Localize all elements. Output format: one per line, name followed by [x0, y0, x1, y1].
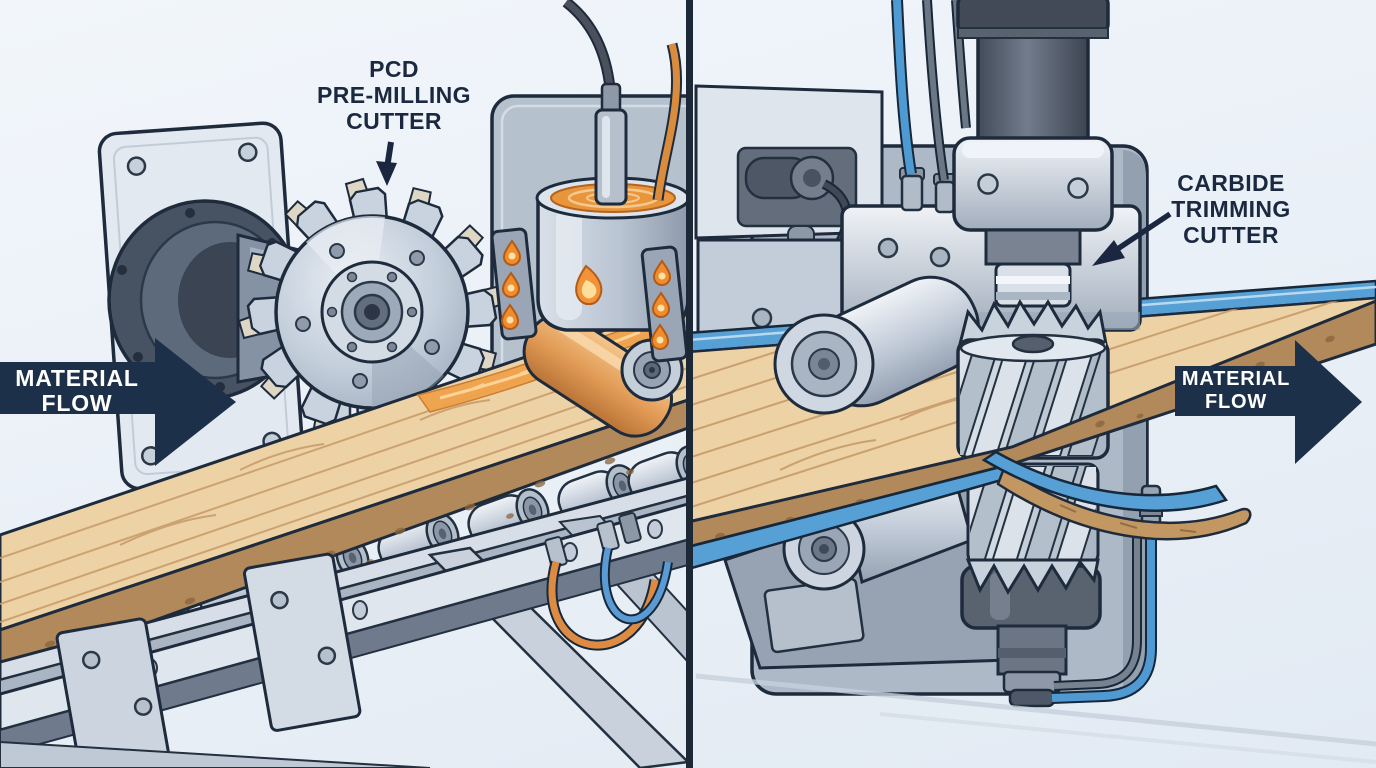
glue-supply-tube: [652, 42, 683, 201]
material-flow-label-left: MATERIAL FLOW: [0, 366, 154, 416]
hub-bolt: [326, 271, 418, 353]
clamp-unit: [694, 84, 884, 440]
label-line: FLOW: [1204, 391, 1268, 413]
support-plate: [55, 617, 171, 768]
label-line: CARBIDE: [1177, 170, 1285, 196]
pcd-premilling-cutter-label: PCD PRE-MILLING CUTTER: [274, 56, 514, 134]
label-line: FLOW: [41, 390, 113, 416]
pcd-premilling-blade: [237, 177, 507, 447]
label-line: CUTTER: [1183, 222, 1279, 248]
cable-blue: [599, 546, 673, 625]
right-panel-scene: [691, 0, 1376, 764]
left-panel-scene: [0, 0, 688, 768]
offcut-curl: [981, 450, 1252, 541]
label-line: CUTTER: [346, 108, 442, 134]
label-line: PRE-MILLING: [317, 82, 471, 108]
spindle-motor: [952, 0, 1114, 308]
label-line: MATERIAL: [15, 365, 139, 391]
arrow-down-icon: [376, 141, 397, 186]
board-right-edge: [691, 299, 1376, 570]
label-line: PCD: [369, 56, 419, 82]
conveyor-frame: [0, 476, 688, 768]
blade-hole: [295, 243, 440, 389]
pressure-roller: [773, 275, 980, 415]
arrow-down-icon: [1092, 211, 1172, 266]
glue-probe: [562, 0, 628, 206]
panel-divider: [686, 0, 693, 768]
carbide-trimming-cutter-label: CARBIDE TRIMMING CUTTER: [1111, 170, 1351, 248]
flame-icon: [575, 264, 603, 306]
collar-screw: [977, 173, 1089, 199]
support-plate: [242, 552, 362, 732]
heat-droplet-icon: [501, 240, 521, 330]
floor-lines: [695, 673, 1376, 764]
arrow-right-icon: [1175, 340, 1362, 464]
label-line: TRIMMING: [1171, 196, 1291, 222]
label-line: MATERIAL: [1181, 368, 1291, 390]
arrow-right-icon: [0, 338, 236, 466]
glue-roller: [522, 313, 684, 438]
heat-droplet-icon: [651, 260, 671, 350]
material-flow-label-right: MATERIAL FLOW: [1176, 368, 1296, 414]
lower-carriage: [723, 465, 1012, 670]
